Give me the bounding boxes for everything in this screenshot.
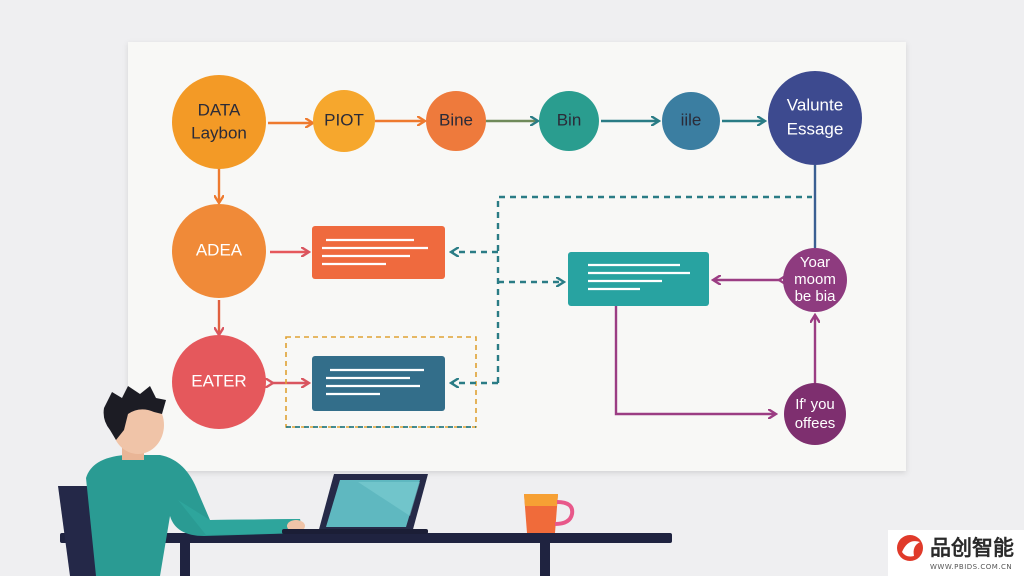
node-data-laybon-circle: [172, 75, 266, 169]
brand-url: WWW.PBIDS.COM.CN: [930, 563, 1012, 571]
line-teal-card-to-ifyou: [614, 306, 775, 414]
laptop-glare: [358, 482, 420, 516]
node-bine-label: Bine: [439, 110, 473, 129]
brand-logo-swirl: [902, 541, 920, 557]
node-valunte-essage[interactable]: Valunte Essage: [768, 71, 862, 165]
node-yoar-circle: [783, 248, 847, 312]
node-eater-label: EATER: [191, 371, 246, 390]
node-eater[interactable]: EATER: [172, 335, 266, 429]
node-bin-label: Bin: [557, 110, 582, 129]
node-iile[interactable]: iile: [662, 92, 720, 150]
coffee-mug: [524, 494, 575, 533]
node-valunte-line2: Essage: [787, 119, 844, 138]
node-ifyou-line1: If' you: [795, 396, 835, 413]
brand-name: 品创智能: [930, 536, 1014, 560]
person-arm: [178, 500, 302, 535]
mug-top-band: [524, 494, 558, 506]
teal-card-body: [568, 252, 709, 306]
laptop-base: [282, 529, 428, 534]
node-bin[interactable]: Bin: [539, 91, 599, 151]
node-adea[interactable]: ADEA: [172, 204, 266, 298]
slate-text-card[interactable]: [312, 356, 445, 411]
node-data-laybon-line1: DATA: [198, 100, 241, 119]
connectors: [219, 121, 815, 428]
desk-leg: [540, 543, 550, 576]
node-yoar-line1: Yoar: [800, 254, 830, 271]
node-adea-label: ADEA: [196, 240, 243, 259]
node-if-you-offees[interactable]: If' you offees: [784, 383, 846, 445]
node-bin-circle: [539, 91, 599, 151]
node-piot[interactable]: PIOT: [313, 90, 375, 152]
desk-leg: [180, 543, 190, 576]
node-adea-circle: [172, 204, 266, 298]
orange-text-card[interactable]: [312, 226, 445, 279]
node-yoar-moom[interactable]: Yoar moom be bia: [783, 248, 847, 312]
laptop: [282, 474, 428, 534]
watermark: 品创智能 WWW.PBIDS.COM.CN: [888, 530, 1024, 576]
node-piot-label: PIOT: [324, 110, 364, 129]
node-yoar-line2: moom: [794, 271, 836, 288]
slate-card-body: [312, 356, 445, 411]
node-valunte-line1: Valunte: [787, 95, 843, 114]
mug-handle: [554, 500, 575, 526]
orange-card-body: [312, 226, 445, 279]
node-bine[interactable]: Bine: [426, 91, 486, 151]
node-iile-circle: [662, 92, 720, 150]
node-valunte-essage-circle: [768, 71, 862, 165]
node-piot-circle: [313, 90, 375, 152]
node-data-laybon-line2: Laybon: [191, 123, 247, 142]
node-bine-circle: [426, 91, 486, 151]
person: [86, 386, 305, 576]
node-yoar-line3: be bia: [795, 288, 837, 305]
person-hair: [103, 386, 166, 440]
node-iile-label: iile: [681, 110, 702, 129]
node-ifyou-circle: [784, 383, 846, 445]
node-data-laybon[interactable]: DATA Laybon: [172, 75, 266, 169]
teal-text-card[interactable]: [568, 252, 709, 306]
node-ifyou-line2: offees: [795, 415, 836, 432]
node-eater-circle: [172, 335, 266, 429]
